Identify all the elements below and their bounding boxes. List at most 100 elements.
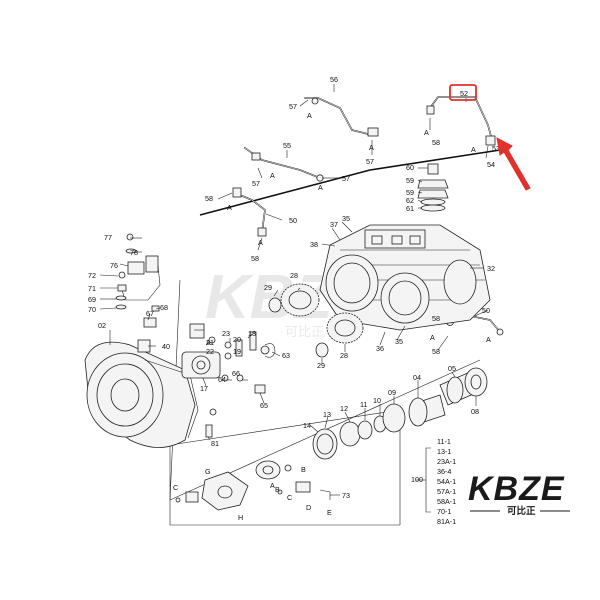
highlight-box [449,84,477,101]
kit-item: 23A-1 [437,457,456,466]
callout-12: 12 [340,404,348,413]
red-arrow-icon [496,137,531,191]
pipe-55 [244,147,324,182]
letter-a: A [270,481,275,490]
coupling-kit-73 [175,460,331,511]
callout-58: 58 [205,194,213,203]
callout-66: 66 [232,369,240,378]
callout-61: 61 [406,204,414,213]
highlight-52 [449,84,531,191]
housing-02 [84,341,199,448]
callout-81: 81 [211,439,219,448]
letter-a: A [270,171,275,180]
pipe-50-top [232,187,267,237]
callout-05: 05 [448,364,456,373]
kit-item: 54A-1 [437,477,456,486]
letter-a: A [307,111,312,120]
main-pump [319,224,491,331]
letter-g: G [205,467,211,476]
callout-78: 78 [130,248,138,257]
callout-58: 58 [432,138,440,147]
callout-57: 57 [366,157,374,166]
callout-57: 57 [289,102,297,111]
logo-text: KBZE [468,470,565,508]
callout-20: 20 [233,335,241,344]
callout-77: 77 [104,233,112,242]
callout-35: 35 [395,337,403,346]
kit-list: 100 11-1 13-1 23A-1 36-4 54A-1 57A-1 58A… [411,437,456,526]
callout-57: 57 [252,179,260,188]
callout-28: 28 [290,271,298,280]
letter-a: A [424,128,429,137]
letter-d: D [306,503,311,512]
letter-a: A [258,238,263,247]
callout-04: 04 [413,373,421,382]
callout-28: 28 [340,351,348,360]
bearing-29 [268,297,329,358]
callout-59: 59 [406,176,414,185]
callout-69: 69 [88,295,96,304]
callout-70: 70 [88,305,96,314]
callout-58: 58 [432,314,440,323]
letter-b: B [275,485,280,494]
callout-14: 14 [303,421,311,430]
shaft-assembly [312,367,488,460]
pipe-52 [426,96,496,146]
kit-item: 36-4 [437,467,451,476]
small-valves [205,331,276,438]
callout-68: 68 [160,303,168,312]
callout-64: 64 [218,375,226,384]
callout-57: 57 [342,174,350,183]
letter-a: A [471,145,476,154]
callout-62: 62 [406,196,414,205]
callout-37: 37 [330,220,338,229]
divider-top [199,149,501,216]
callout-10: 10 [373,396,381,405]
callout-35: 35 [342,214,350,223]
callout-72: 72 [88,271,96,280]
callouts: 56 57 57 55 57 57 52 58 53 54 60 59 59 6… [88,75,500,500]
kit-item: 13-1 [437,447,451,456]
callout-21: 21 [206,338,214,347]
callout-40: 40 [162,342,170,351]
kit-item: 57A-1 [437,487,456,496]
callout-52: 52 [460,89,468,98]
callout-29: 29 [317,361,325,370]
callout-56: 56 [330,75,338,84]
letter-c: C [287,493,292,502]
leader-lines [99,84,489,513]
kit-item: 81A-1 [437,517,456,526]
watermark-subtext: 可比正 [285,324,324,339]
letter-a: A [369,143,374,152]
letter-h: H [238,513,243,522]
callout-58: 58 [432,347,440,356]
kit-item: 58A-1 [437,497,456,506]
callout-17: 17 [200,384,208,393]
callout-71: 71 [88,284,96,293]
letter-e: E [327,508,332,517]
callout-11: 11 [360,400,367,409]
callout-29: 29 [264,283,272,292]
letter-c: C [173,483,178,492]
callout-32: 32 [487,264,495,273]
callout-23: 23 [222,329,230,338]
callout-08: 08 [471,407,479,416]
callout-09: 09 [388,388,396,397]
callout-67: 67 [146,309,154,318]
letter-b: B [301,465,306,474]
letter-a: A [227,203,232,212]
letter-a: A [486,335,491,344]
logo-subtext: 可比正 [507,505,536,517]
callout-19: 19 [233,347,241,356]
callout-55: 55 [283,141,291,150]
pipe-56 [304,97,379,137]
callout-50: 50 [482,306,490,315]
gear-28-top [280,283,320,317]
letter-markers: A A A A A A A A A A A A B B C C D E G H [173,111,491,522]
callout-18: 18 [248,329,256,338]
gear-28-bottom [326,312,364,344]
callout-22: 22 [206,347,214,356]
kit-label: 100 [411,475,423,484]
brand-logo: KBZE 可比正 [468,470,570,517]
